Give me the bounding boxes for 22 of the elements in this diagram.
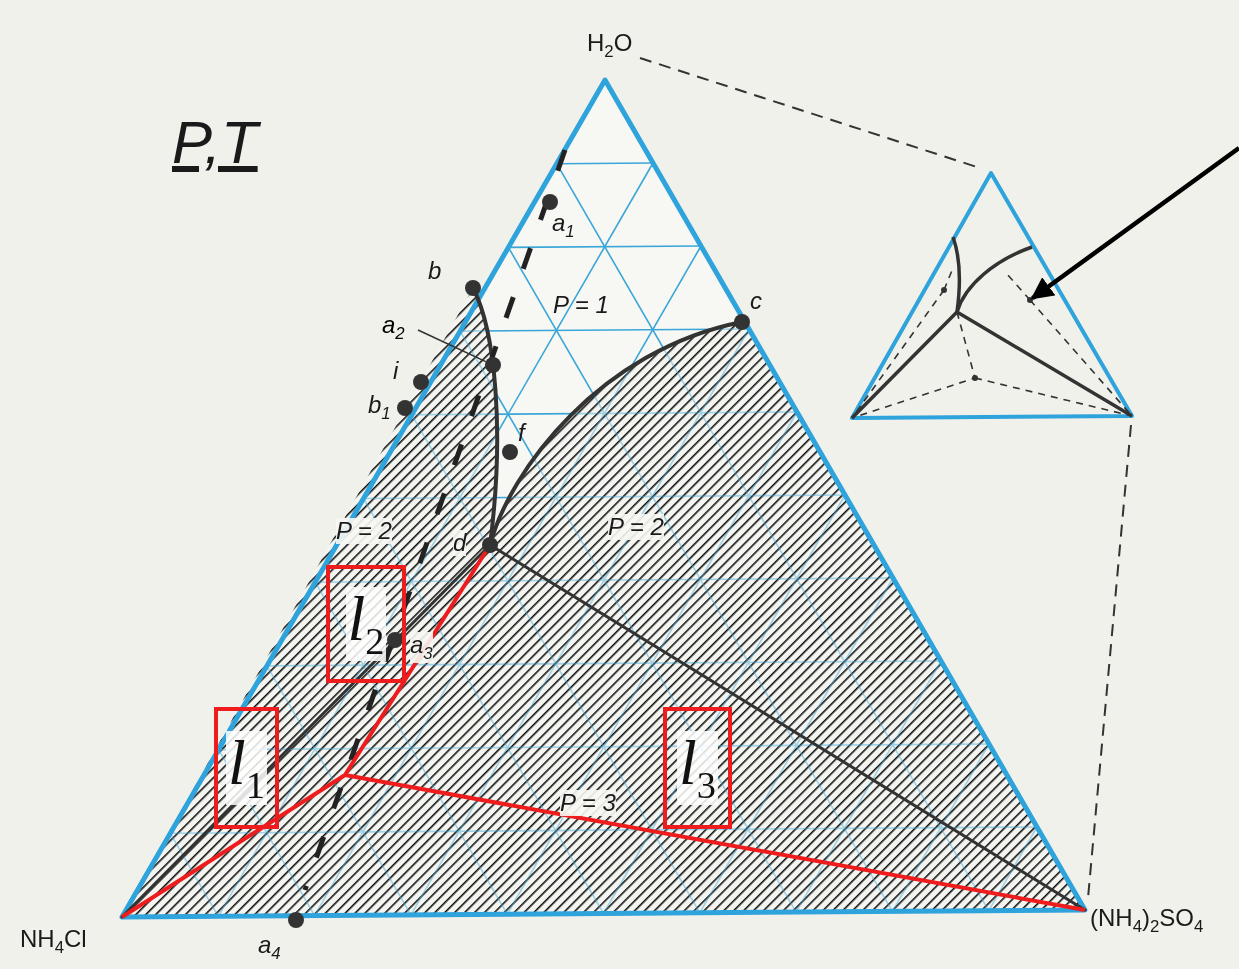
point-label: a$_{2}$ xyxy=(382,312,426,342)
composition-point xyxy=(1027,297,1033,303)
vertex-label: (NH$_{4}$)$_{2}$SO$_{4}$ xyxy=(1090,905,1204,937)
phase-count-label: P = 2 xyxy=(336,518,392,545)
point-label: c xyxy=(750,288,762,315)
vertex-label: H$_{2}$O xyxy=(587,30,633,62)
region-label-box: l$_{3}$ xyxy=(663,707,732,829)
phase-count-label: P = 3 xyxy=(560,790,616,817)
point-label: a$_{3}$ xyxy=(410,632,433,664)
point-label: a$_{1}$ xyxy=(552,210,575,242)
point-label: d xyxy=(453,530,467,557)
region-label-box: l$_{1}$ xyxy=(214,707,279,829)
arrow xyxy=(1030,146,1239,301)
point-label: b$_{1}$ xyxy=(368,392,391,424)
point-label: i xyxy=(393,358,399,385)
phase-count-label: P = 1 xyxy=(553,292,609,319)
point-label: a$_{4}$ xyxy=(258,932,281,964)
region-label-box: l$_{2}$ xyxy=(326,565,406,683)
leader-line xyxy=(417,329,487,363)
vertex-label: NH$_{4}$Cl xyxy=(20,926,87,958)
point-label: b xyxy=(428,258,442,285)
phase-count-label: P = 2 xyxy=(608,514,664,541)
